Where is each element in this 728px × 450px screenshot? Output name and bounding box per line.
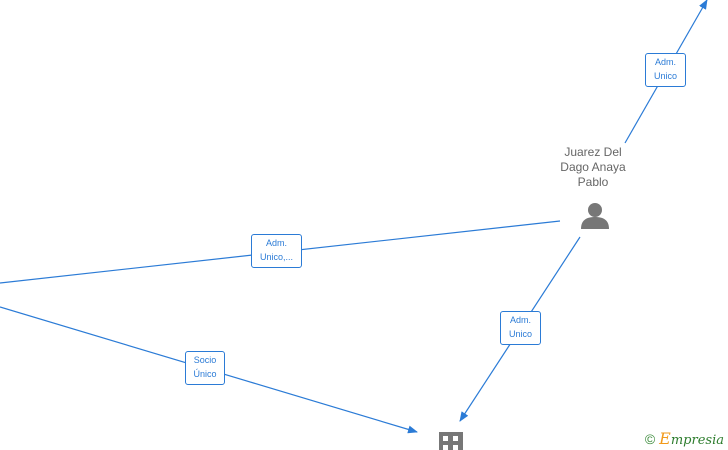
building-icon[interactable]	[439, 432, 463, 450]
empresia-watermark: © Empresia	[645, 429, 724, 448]
edge-label-line: Adm.	[509, 315, 531, 325]
edge-label-line: Socio	[193, 355, 217, 365]
brand-logo: Empresia	[659, 429, 724, 448]
brand-initial: E	[659, 429, 671, 448]
edge-label-person-company[interactable]: Adm. Unico	[500, 311, 541, 345]
edge-label-left-mid[interactable]: Adm. Unico,...	[251, 234, 302, 268]
edge-label-line: Unico	[508, 329, 532, 339]
brand-rest: mpresia	[670, 433, 724, 448]
edge-label-left-company[interactable]: Socio Único	[185, 351, 225, 385]
copyright-icon: ©	[644, 430, 656, 447]
person-name-line-1: Juarez Del	[564, 145, 622, 159]
edge-label-top-right[interactable]: Adm. Unico	[645, 53, 686, 87]
edge-label-line: Unico,...	[259, 252, 293, 262]
edge-label-line: Unico	[653, 71, 677, 81]
edge-label-line: Adm.	[265, 238, 287, 248]
person-icon[interactable]	[581, 203, 609, 229]
person-name-line-3: Pablo	[577, 175, 609, 189]
person-name[interactable]: Juarez Del Dago Anaya Pablo	[548, 145, 638, 190]
edge-label-line: Único	[193, 369, 217, 379]
edge-label-line: Adm.	[654, 57, 676, 67]
person-name-line-2: Dago Anaya	[560, 160, 626, 174]
